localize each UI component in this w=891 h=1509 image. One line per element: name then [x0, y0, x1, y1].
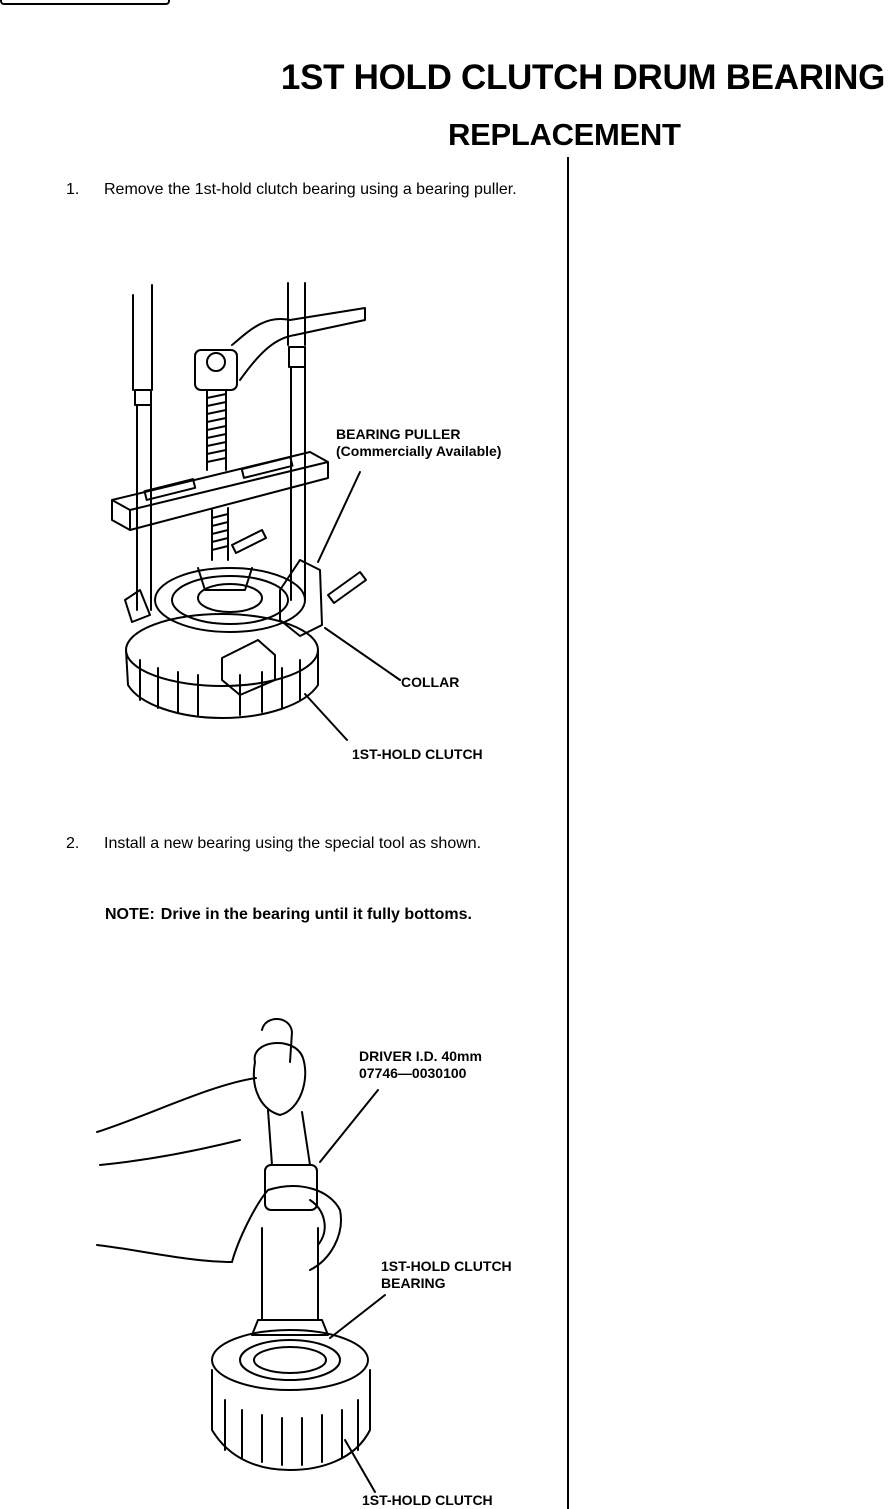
- callout-collar: COLLAR: [401, 674, 460, 690]
- callout-bearing-line1: 1ST-HOLD CLUTCH: [381, 1258, 512, 1274]
- callout-1st-hold-clutch-fig2: 1ST-HOLD CLUTCH: [362, 1492, 493, 1508]
- callout-driver: DRIVER I.D. 40mm 07746—0030100: [359, 1048, 482, 1082]
- step-1-text: Remove the 1st-hold clutch bearing using…: [104, 181, 517, 198]
- step-2-number: 2.: [66, 835, 80, 852]
- callout-1st-hold-clutch-fig1: 1ST-HOLD CLUTCH: [352, 746, 483, 762]
- callout-bearing-puller: BEARING PULLER (Commercially Available): [336, 426, 501, 460]
- column-divider: [567, 157, 569, 1509]
- note-text: Drive in the bearing until it fully bott…: [160, 906, 472, 923]
- step-1-number: 1.: [66, 181, 80, 198]
- page-tab-marker: [0, 0, 170, 5]
- callout-bearing-line2: BEARING: [381, 1275, 446, 1291]
- page-title: 1ST HOLD CLUTCH DRUM BEARING: [280, 58, 885, 97]
- note-label: NOTE:: [105, 906, 155, 923]
- step-2: 2. Install a new bearing using the speci…: [66, 832, 536, 856]
- callout-bearing-puller-line1: BEARING PULLER: [336, 426, 461, 442]
- page-subtitle: REPLACEMENT: [448, 117, 681, 152]
- callout-driver-line2: 07746—0030100: [359, 1065, 467, 1081]
- callout-bearing-puller-line2: (Commercially Available): [336, 443, 502, 459]
- step-2-text: Install a new bearing using the special …: [104, 835, 482, 852]
- note: NOTE: Drive in the bearing until it fully…: [105, 906, 472, 924]
- callout-1st-hold-clutch-bearing: 1ST-HOLD CLUTCH BEARING: [381, 1258, 512, 1292]
- callout-driver-line1: DRIVER I.D. 40mm: [359, 1048, 482, 1064]
- step-1: 1. Remove the 1st-hold clutch bearing us…: [66, 178, 536, 202]
